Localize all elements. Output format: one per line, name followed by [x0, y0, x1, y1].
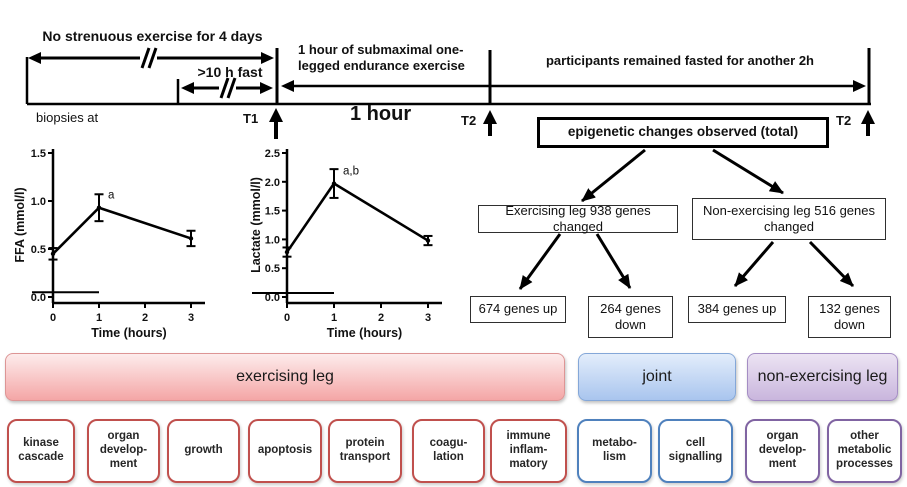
x-tick-label: 2: [378, 312, 384, 324]
data-point: [425, 238, 431, 243]
no-exercise-label: No strenuous exercise for 4 days: [42, 28, 263, 44]
biopsy-arrow-t1: [269, 108, 283, 139]
flowchart-arrows: [518, 148, 855, 290]
y-tick-label: 1.0: [265, 234, 280, 246]
x-tick-label: 2: [142, 312, 148, 324]
data-point: [96, 205, 102, 210]
y-tick-label: 2.5: [265, 148, 280, 160]
significance-label: a,b: [343, 166, 359, 178]
process-box-apoptosis: apoptosis: [248, 419, 322, 483]
x-tick-label: 1: [331, 312, 337, 324]
x-tick-label: 0: [284, 312, 290, 324]
flowchart-root-box: epigenetic changes observed (total): [537, 117, 829, 148]
process-box-organ-development-2: organ develop- ment: [745, 419, 820, 483]
data-point: [331, 181, 337, 186]
x-axis-label: Time (hours): [91, 326, 166, 340]
x-tick-label: 1: [96, 312, 102, 324]
flowchart-exercising-down-box: 264 genes down: [588, 296, 673, 338]
data-point: [284, 249, 290, 255]
x-tick-label: 0: [50, 312, 56, 324]
y-tick-label: 1.0: [31, 196, 46, 208]
process-box-protein-transport: protein transport: [328, 419, 402, 483]
flowchart-exercising-up-box: 674 genes up: [470, 296, 566, 323]
biopsies-label: biopsies at: [36, 110, 99, 125]
process-box-kinase-cascade: kinase cascade: [7, 419, 75, 483]
y-tick-label: 0.5: [265, 263, 280, 275]
x-tick-label: 3: [425, 312, 431, 324]
series-line: [285, 181, 429, 253]
y-tick-label: 0.0: [31, 292, 46, 304]
fast-arrow: [181, 77, 273, 99]
series-line: [52, 206, 192, 255]
process-box-growth: growth: [167, 419, 240, 483]
fast-label: >10 h fast: [197, 64, 263, 80]
band-exercising-leg: exercising leg: [5, 353, 565, 401]
band-joint: joint: [578, 353, 736, 401]
t2-end-label: T2: [836, 113, 852, 128]
t2-mid-label: T2: [461, 113, 477, 128]
process-box-metabolism: metabo- lism: [577, 419, 652, 483]
t1-label: T1: [243, 111, 259, 126]
data-point: [50, 251, 56, 256]
y-axis-label: FFA (mmol/l): [13, 187, 27, 262]
flowchart-nonexercising-down-box: 132 genes down: [808, 296, 891, 338]
fasted-label: participants remained fasted for another…: [545, 53, 814, 68]
data-point: [188, 236, 194, 241]
y-tick-label: 0.5: [31, 244, 46, 256]
flowchart-nonexercising-up-box: 384 genes up: [688, 296, 786, 323]
flowchart-nonexercising-box: Non-exercising leg 516 genes changed: [692, 198, 886, 240]
y-tick-label: 2.0: [265, 177, 280, 189]
y-tick-label: 1.5: [31, 148, 46, 160]
significance-label: a: [108, 190, 115, 202]
post-exercise-arrow: [281, 80, 866, 92]
y-axis-label: Lactate (mmol/l): [249, 177, 263, 273]
x-axis-label: Time (hours): [327, 326, 402, 340]
process-box-other-metabolic: other metabolic processes: [827, 419, 902, 483]
y-tick-label: 0.0: [265, 292, 280, 304]
biopsy-arrow-t2-end: [861, 110, 875, 136]
one-hour-label: 1 hour: [350, 103, 412, 125]
biopsy-arrow-t2-mid: [483, 110, 497, 136]
y-tick-label: 1.5: [265, 206, 280, 218]
process-box-immune-inflammatory: immune inflam- matory: [490, 419, 567, 483]
timeline-diagram: [25, 47, 875, 139]
x-tick-label: 3: [188, 312, 194, 324]
flowchart-exercising-box: Exercising leg 938 genes changed: [478, 203, 678, 234]
process-box-coagulation: coagu- lation: [412, 419, 485, 483]
process-box-cell-signalling: cell signalling: [658, 419, 733, 483]
band-non-exercising-leg: non-exercising leg: [747, 353, 898, 401]
process-box-organ-development: organ develop- ment: [87, 419, 160, 483]
exercise-label: 1 hour of submaximal one- legged enduran…: [298, 42, 465, 73]
no-exercise-arrow: [28, 47, 274, 69]
